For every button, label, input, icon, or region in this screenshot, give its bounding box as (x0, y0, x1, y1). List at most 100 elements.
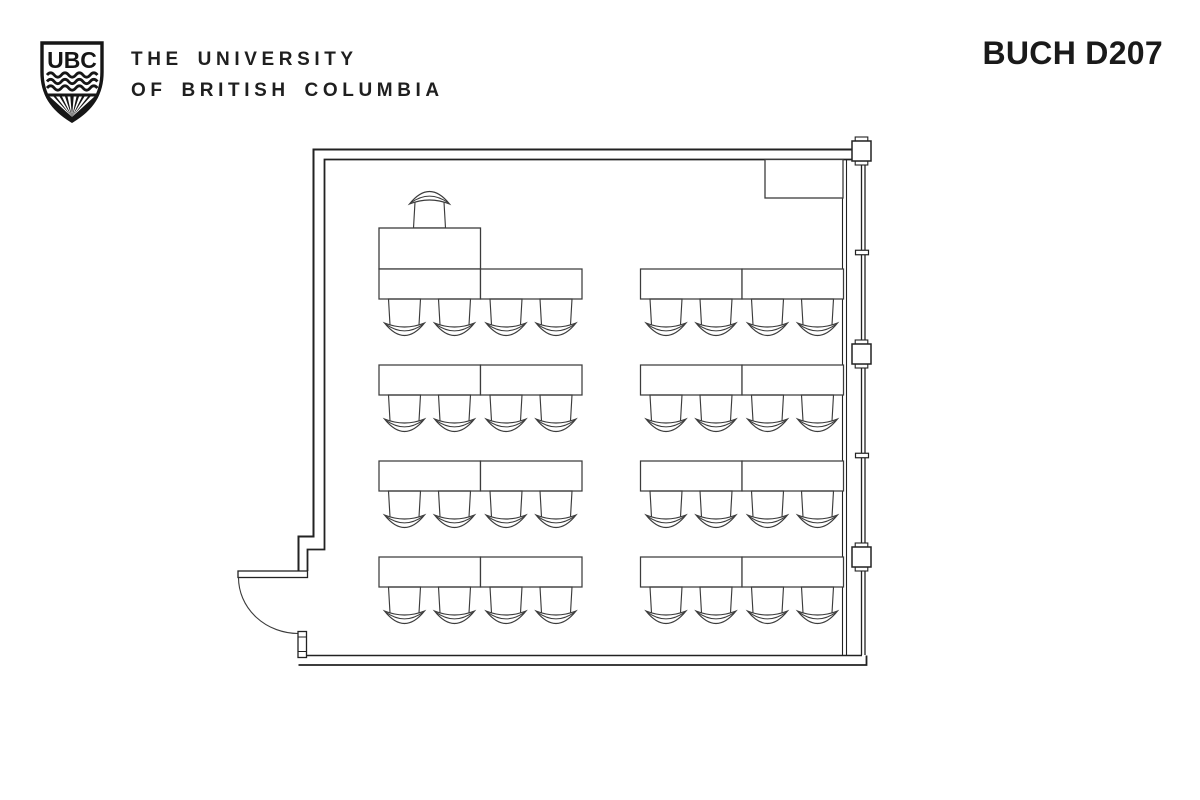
room-title: BUCH D207 (982, 35, 1163, 71)
chair (694, 586, 738, 625)
table (639, 556, 743, 588)
table (741, 268, 845, 300)
chair-back-line (537, 419, 575, 428)
window-mullion (851, 546, 872, 568)
table (741, 364, 845, 396)
chair-back (432, 513, 477, 529)
chair-back-line (435, 611, 474, 620)
chair (745, 394, 790, 433)
chair-back-line (537, 515, 575, 524)
table (378, 460, 482, 492)
chair-seat (539, 298, 573, 326)
chair (534, 586, 578, 625)
chair-back (382, 321, 427, 337)
chair-back (745, 513, 790, 529)
chair-seat (387, 394, 422, 422)
chair-back (484, 417, 528, 433)
chair-back (484, 513, 528, 529)
chair-seat (750, 298, 785, 326)
table (378, 268, 482, 300)
chair-back-line (435, 323, 474, 332)
chair-seat (387, 586, 422, 614)
chair-back (432, 609, 477, 625)
chair (382, 394, 427, 433)
table (741, 460, 845, 492)
chair (795, 490, 840, 529)
chair-back (382, 513, 427, 529)
crest-rays (49, 96, 95, 117)
chair (745, 490, 790, 529)
chair-back (382, 417, 427, 433)
chair-seat (750, 394, 785, 422)
chair-back-line (435, 419, 474, 428)
ubc-logo: UBC (37, 40, 107, 124)
chair-seat (489, 298, 523, 326)
chair-back-line (697, 419, 735, 428)
chair-seat (489, 586, 523, 614)
chair-seat (539, 490, 573, 518)
chair (432, 586, 477, 625)
chair-back (644, 513, 688, 529)
chair-back-line (487, 419, 525, 428)
chair-back (694, 513, 738, 529)
door-swing-arc (237, 577, 299, 635)
table (639, 268, 743, 300)
chair-back (795, 609, 840, 625)
chair-back-line (385, 323, 424, 332)
podium-desk (378, 227, 482, 270)
chair-back (534, 321, 578, 337)
chair-back (745, 417, 790, 433)
chair-back-line (435, 515, 474, 524)
wall-bottom-outer (298, 655, 868, 666)
chair-seat (437, 586, 472, 614)
chair-back-line (647, 323, 685, 332)
chair (795, 394, 840, 433)
chair-back (534, 513, 578, 529)
chair-back (694, 417, 738, 433)
chair-back-line (697, 515, 735, 524)
table (639, 460, 743, 492)
chair (745, 586, 790, 625)
ubc-crest-icon: UBC (40, 41, 104, 123)
chair (382, 298, 427, 337)
chair-back (484, 321, 528, 337)
chair (382, 586, 427, 625)
chair (432, 394, 477, 433)
chair-seat (699, 586, 733, 614)
chair-back-line (647, 611, 685, 620)
chair (795, 586, 840, 625)
chair (694, 298, 738, 337)
door-leaf (297, 630, 308, 659)
chair-back-line (487, 323, 525, 332)
window-mullion-small (854, 452, 870, 459)
chair-back-line (748, 323, 787, 332)
chair-seat (699, 490, 733, 518)
chair (644, 586, 688, 625)
chair-seat (539, 394, 573, 422)
university-name-line1: THE UNIVERSITY (131, 49, 358, 70)
crest-text: UBC (47, 47, 97, 73)
chair-back (795, 321, 840, 337)
window-mullion (851, 343, 872, 365)
chair (432, 298, 477, 337)
chair-back (432, 417, 477, 433)
table (479, 364, 583, 396)
chair (484, 394, 528, 433)
chair-seat (800, 298, 835, 326)
chair (534, 394, 578, 433)
chair-back-line (798, 419, 837, 428)
chair (484, 490, 528, 529)
chair (644, 298, 688, 337)
chair-back (432, 321, 477, 337)
table (378, 364, 482, 396)
chair-seat (649, 298, 683, 326)
chair-back-line (697, 611, 735, 620)
chair-back (484, 609, 528, 625)
cabinet (764, 158, 844, 199)
chair-back-line (798, 611, 837, 620)
chair-seat (387, 298, 422, 326)
chair-back-line (748, 419, 787, 428)
wall-outer (297, 148, 852, 572)
chair-seat (437, 298, 472, 326)
